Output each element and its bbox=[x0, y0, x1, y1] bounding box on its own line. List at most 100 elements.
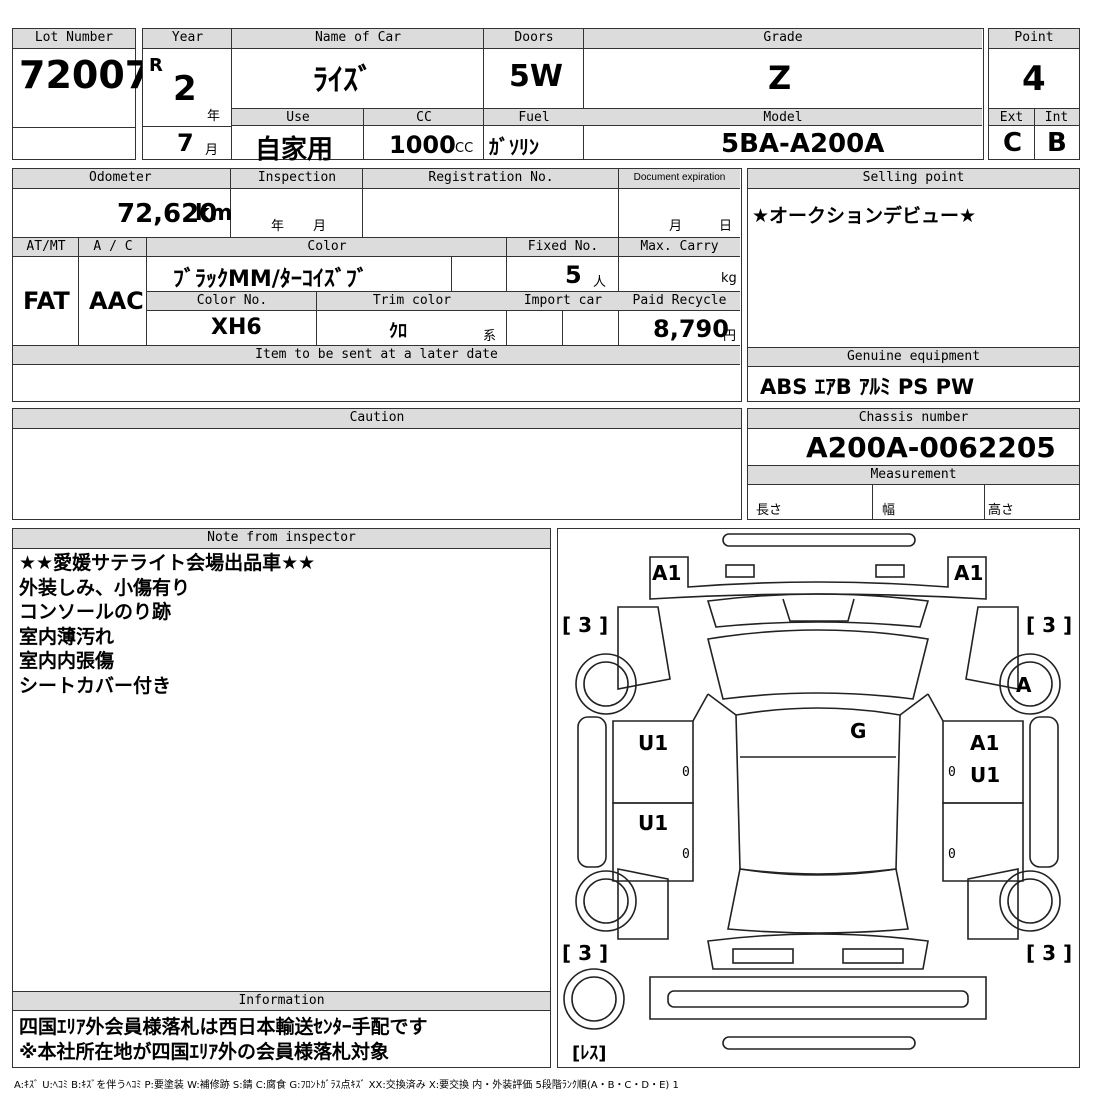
model-value: 5BA-A200A bbox=[721, 129, 885, 159]
damage-windshield: G bbox=[850, 719, 867, 743]
chassis-box: Chassis number A200A-0062205 Measurement… bbox=[747, 408, 1080, 520]
ext-value: C bbox=[1003, 128, 1023, 158]
point-header: Point bbox=[989, 29, 1079, 49]
damage-left-front-door: U1 bbox=[638, 731, 669, 755]
yen-unit: 円 bbox=[723, 329, 737, 344]
inspection-month-unit: 月 bbox=[313, 219, 327, 234]
persons-unit: 人 bbox=[593, 275, 607, 290]
car-name-value: ﾗｲｽﾞ bbox=[313, 63, 373, 98]
damage-legend: A:ｷｽﾞ U:ﾍｺﾐ B:ｷｽﾞを伴うﾍｺﾐ P:要塗装 W:補修跡 S:錆 … bbox=[14, 1080, 679, 1091]
width-label: 幅 bbox=[882, 503, 896, 518]
genuine-equipment-header: Genuine equipment bbox=[748, 347, 1079, 367]
note-from-inspector-header: Note from inspector bbox=[13, 529, 550, 549]
grade-bracket-top-right: [ 3 ] bbox=[1026, 613, 1073, 637]
max-carry-header: Max. Carry bbox=[619, 237, 740, 257]
year-value: 2 bbox=[173, 69, 197, 109]
caution-box: Caution bbox=[12, 408, 742, 520]
caution-header: Caution bbox=[13, 409, 741, 429]
inspector-note: 室内薄汚れ bbox=[19, 625, 115, 648]
doors-value: 5W bbox=[509, 59, 563, 94]
ac-header: A / C bbox=[79, 237, 147, 257]
cc-value: 1000 bbox=[389, 131, 456, 159]
inspector-note: 外装しみ、小傷有り bbox=[19, 576, 191, 599]
height-label: 高さ bbox=[988, 503, 1015, 518]
month-unit: 月 bbox=[205, 143, 219, 158]
fuel-header: Fuel bbox=[484, 108, 584, 126]
odometer-value: 72,620 bbox=[117, 199, 218, 229]
length-label: 長さ bbox=[756, 503, 783, 518]
grade-value: Z bbox=[768, 59, 792, 97]
document-expiration-header: Document expiration bbox=[619, 169, 740, 189]
grade-header: Grade bbox=[584, 29, 982, 49]
doors-header: Doors bbox=[484, 29, 584, 49]
month-value: 7 bbox=[177, 129, 194, 157]
inspection-header: Inspection bbox=[231, 169, 363, 189]
zero-marker: 0 bbox=[682, 847, 690, 862]
name-of-car-header: Name of Car bbox=[232, 29, 484, 49]
damage-front-left: A1 bbox=[652, 561, 682, 585]
damage-right-front-door-1: A1 bbox=[970, 731, 1000, 755]
model-header: Model bbox=[584, 108, 982, 126]
details-box: Odometer Inspection Registration No. Doc… bbox=[12, 168, 742, 402]
paid-recycle-header: Paid Recycle bbox=[619, 291, 740, 311]
later-items-header: Item to be sent at a later date bbox=[13, 345, 740, 365]
ac-value: AAC bbox=[89, 287, 144, 315]
inspector-note: ★★愛媛サテライト会場出品車★★ bbox=[19, 552, 316, 574]
atmt-header: AT/MT bbox=[13, 237, 79, 257]
point-box: Point 4 Ext Int C B bbox=[988, 28, 1080, 160]
fuel-value: ｶﾞｿﾘﾝ bbox=[489, 135, 539, 159]
ext-header: Ext bbox=[989, 108, 1034, 126]
information-header: Information bbox=[13, 991, 550, 1011]
chassis-number-value: A200A-0062205 bbox=[806, 431, 1056, 464]
selling-point-box: Selling point ★オークションデビュー★ Genuine equip… bbox=[747, 168, 1080, 402]
odometer-unit: km bbox=[195, 201, 233, 226]
color-no-value: XH6 bbox=[211, 315, 262, 340]
lot-number-box: Lot Number 72007 bbox=[12, 28, 151, 160]
inspector-notes-box: Note from inspector ★★愛媛サテライト会場出品車★★ 外装し… bbox=[12, 528, 551, 1068]
int-value: B bbox=[1047, 128, 1067, 158]
lot-number-value: 72007 bbox=[19, 53, 152, 97]
kg-unit: kg bbox=[721, 271, 737, 286]
odometer-header: Odometer bbox=[13, 169, 231, 189]
inspector-note: 室内内張傷 bbox=[19, 650, 115, 672]
trim-color-header: Trim color bbox=[317, 291, 507, 311]
measurement-header: Measurement bbox=[748, 465, 1079, 485]
damage-left-rear-door: U1 bbox=[638, 811, 669, 835]
damage-front-right: A1 bbox=[954, 561, 984, 585]
color-no-header: Color No. bbox=[147, 291, 317, 311]
inspection-year-unit: 年 bbox=[271, 219, 285, 234]
era-value: R bbox=[149, 55, 163, 76]
zero-marker: 0 bbox=[948, 765, 956, 780]
cc-header: CC bbox=[364, 108, 484, 126]
registration-header: Registration No. bbox=[363, 169, 619, 189]
fixed-no-value: 5 bbox=[565, 261, 582, 289]
expiration-month-unit: 月 bbox=[669, 219, 683, 234]
grade-bracket-top-left: [ 3 ] bbox=[562, 613, 609, 637]
information-line: ※本社所在地が四国ｴﾘｱ外の会員様落札対象 bbox=[19, 1040, 389, 1063]
fixed-no-header: Fixed No. bbox=[507, 237, 619, 257]
inspector-notes-list: ★★愛媛サテライト会場出品車★★ 外装しみ、小傷有り コンソールのり跡 室内薄汚… bbox=[19, 551, 315, 698]
inspector-note: シートカバー付き bbox=[19, 674, 172, 697]
genuine-equipment-value: ABS ｴｱB ｱﾙﾐ PS PW bbox=[760, 375, 975, 399]
zero-marker: 0 bbox=[948, 847, 956, 862]
damage-right-front-door-2: U1 bbox=[970, 763, 1001, 787]
selling-point-header: Selling point bbox=[748, 169, 1079, 189]
inspector-note: コンソールのり跡 bbox=[19, 601, 172, 623]
trim-color-value: ｸﾛ bbox=[389, 321, 407, 342]
car-outline-diagram bbox=[563, 533, 1061, 1050]
grade-bracket-bottom-right: [ 3 ] bbox=[1026, 941, 1073, 965]
spare-tire-note: [ﾚｽ] bbox=[572, 1043, 607, 1064]
lot-number-header: Lot Number bbox=[13, 29, 135, 49]
int-header: Int bbox=[1034, 108, 1079, 126]
car-diagram-box: A1 A1 [ 3 ] [ 3 ] A G U1 U1 A1 U1 0 0 0 … bbox=[557, 528, 1080, 1068]
year-header: Year bbox=[143, 29, 232, 49]
information-line: 四国ｴﾘｱ外会員様落札は西日本輸送ｾﾝﾀｰ手配です bbox=[19, 1016, 428, 1038]
damage-wheel-front-right: A bbox=[1016, 673, 1032, 697]
use-header: Use bbox=[232, 108, 364, 126]
information-lines: 四国ｴﾘｱ外会員様落札は西日本輸送ｾﾝﾀｰ手配です ※本社所在地が四国ｴﾘｱ外の… bbox=[19, 1015, 428, 1064]
selling-point-value: ★オークションデビュー★ bbox=[752, 205, 977, 227]
grade-bracket-bottom-left: [ 3 ] bbox=[562, 941, 609, 965]
zero-marker: 0 bbox=[682, 765, 690, 780]
import-car-header: Import car bbox=[507, 291, 619, 311]
expiration-day-unit: 日 bbox=[719, 219, 733, 234]
